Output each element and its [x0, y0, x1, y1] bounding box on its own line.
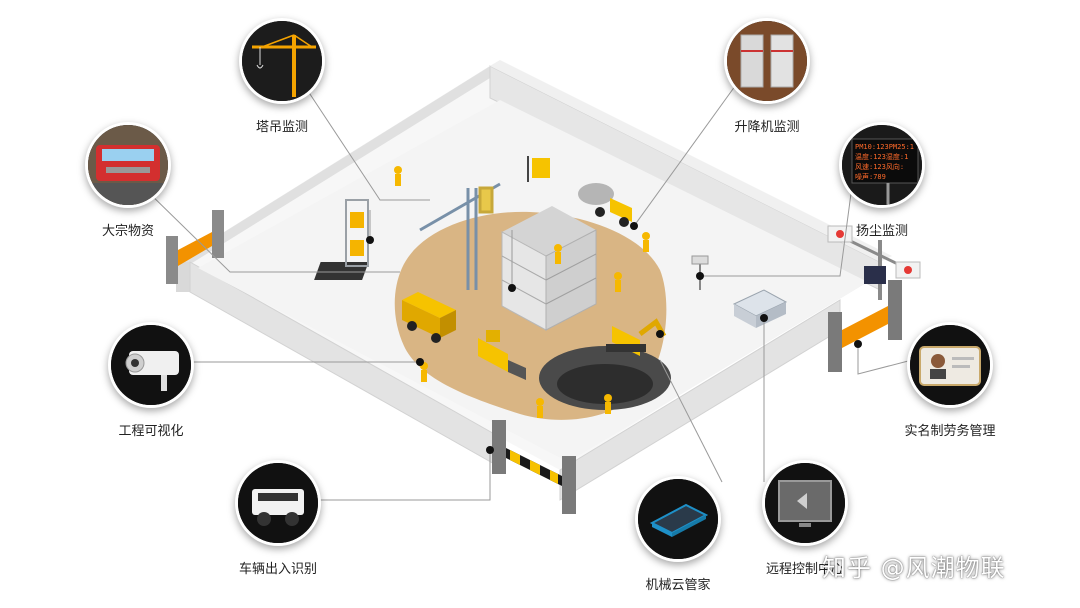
jeep-icon — [235, 460, 321, 546]
connector-dots — [366, 222, 862, 454]
dust-line-1: PM10:123PM25:1 — [855, 143, 914, 151]
visualization-label: 工程可视化 — [118, 424, 184, 439]
watermark: 知乎 @风潮物联 — [822, 554, 1006, 582]
dust-line-4: 噪声:789 — [855, 172, 886, 181]
node-hoist[interactable]: 升降机监测 — [712, 18, 822, 135]
mixer-truck — [578, 183, 632, 227]
node-visualization[interactable]: 工程可视化 — [96, 322, 206, 439]
hoist-tower — [345, 199, 369, 267]
monitor-icon — [762, 460, 848, 546]
cloud-label: 机械云管家 — [645, 578, 711, 593]
node-remote[interactable]: 远程控制中心 — [750, 460, 860, 577]
node-real-name[interactable]: 实名制劳务管理 — [890, 322, 1010, 439]
node-cloud[interactable]: 机械云管家 — [623, 476, 733, 593]
truck-icon — [85, 122, 171, 208]
dump-truck — [402, 292, 456, 343]
vehicle-label: 车辆出入识别 — [238, 562, 317, 577]
workers — [394, 166, 650, 418]
connector-lines — [141, 81, 913, 501]
dust-line-3: 风速:123风向: — [855, 162, 904, 171]
real-name-label: 实名制劳务管理 — [904, 424, 996, 439]
node-tower-crane[interactable]: 塔吊监测 — [227, 18, 337, 135]
tower-crane-icon — [239, 18, 325, 104]
dust-monitor-pole — [827, 225, 921, 300]
bulk-material-label: 大宗物资 — [101, 224, 154, 239]
gate-right — [828, 280, 902, 372]
node-bulk-material[interactable]: 大宗物资 — [73, 122, 183, 239]
hoist-icon — [724, 18, 810, 104]
crane-base-pad — [314, 262, 369, 280]
node-dust[interactable]: PM10:123PM25:1 温度:123湿度:1 风速:123风向: 噪声:7… — [827, 122, 937, 239]
dust-display-icon: PM10:123PM25:1 温度:123湿度:1 风速:123风向: 噪声:7… — [839, 122, 925, 208]
gate-bottom — [492, 420, 576, 514]
dust-label: 扬尘监测 — [855, 224, 908, 239]
remote-label: 远程控制中心 — [765, 562, 844, 577]
id-card-icon — [907, 322, 993, 408]
hoist-label: 升降机监测 — [734, 120, 800, 135]
cloud-device-icon — [635, 476, 721, 562]
bulldozer — [478, 330, 526, 380]
gate-left — [166, 210, 224, 284]
forklift — [527, 156, 550, 182]
excavation-pit — [539, 346, 671, 410]
node-vehicle[interactable]: 车辆出入识别 — [223, 460, 333, 577]
dust-line-2: 温度:123湿度:1 — [855, 152, 908, 161]
tower-crane-label: 塔吊监测 — [255, 120, 308, 135]
camera-icon — [108, 322, 194, 408]
tower-crane — [419, 182, 501, 290]
